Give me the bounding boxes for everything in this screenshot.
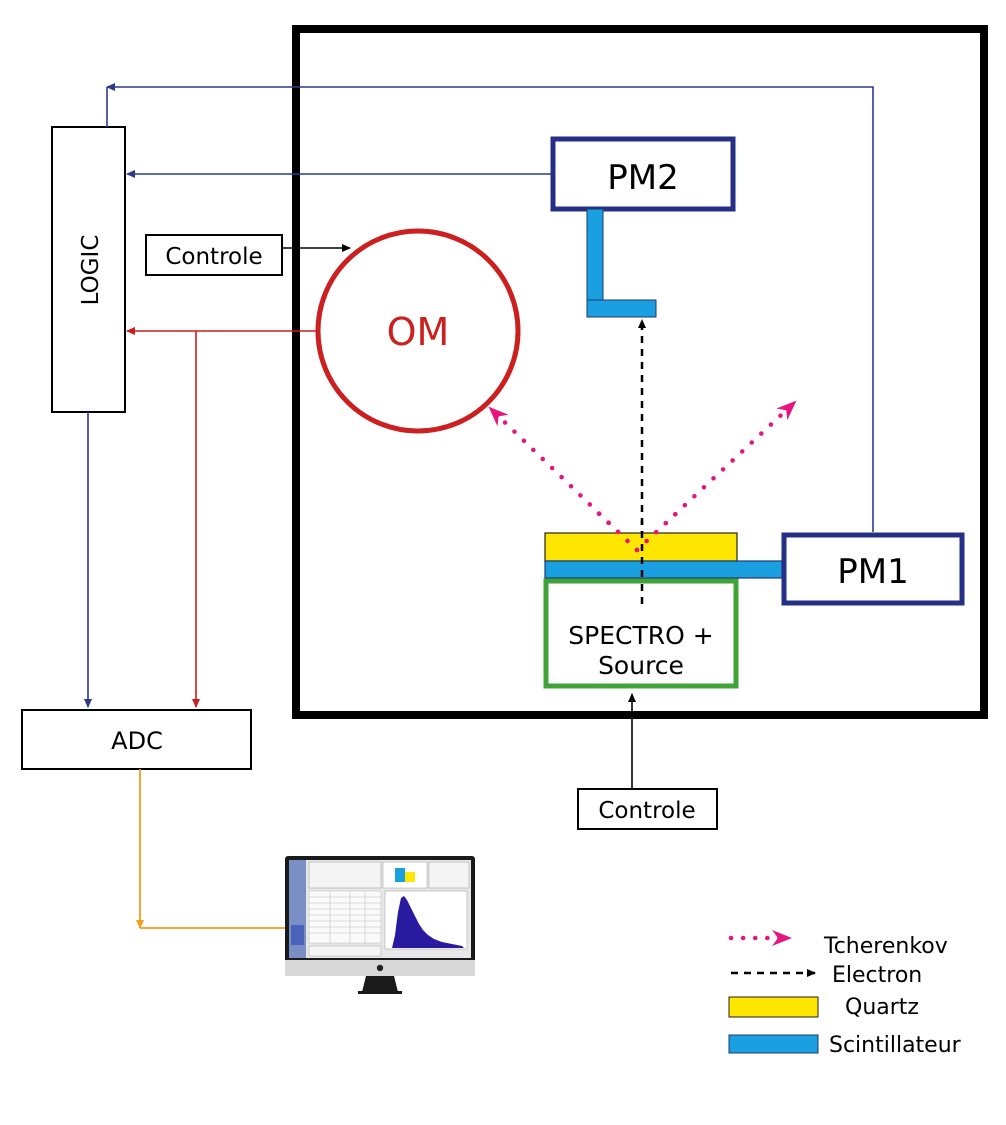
pm2-box [550,136,736,212]
pm2-light-guide-horizontal [586,299,657,318]
controle-bottom-label: Controle [598,798,695,824]
tcherenkov-ray-left [487,405,640,553]
controle-bottom-box [577,788,718,830]
legend-tcherenkov-label: Tcherenkov [823,934,948,959]
pm1-label: PM1 [837,552,908,592]
imac-monitor-icon [285,856,475,994]
adc-label: ADC [111,727,163,755]
logic-label: LOGIC [78,235,104,306]
legend-scintillateur-label: Scintillateur [829,1033,962,1058]
legend-quartz-label: Quartz [845,995,919,1020]
adc-box [21,709,252,770]
apple-logo-icon [376,964,384,972]
om-label: OM [387,310,450,354]
spectro-label-line1: SPECTRO + [568,621,713,650]
legend-electron-label: Electron [832,963,922,988]
pm1-to-logic-wire [106,83,874,532]
controle-top-box [145,234,283,276]
legend-quartz-swatch [728,996,819,1018]
scintillator-slab [544,560,783,579]
dark-enclosure [292,25,988,719]
pm1-box [781,532,965,606]
pm2-label: PM2 [607,158,678,198]
spectro-label-line2: Source [598,651,684,680]
legend-scintillateur-swatch [728,1034,819,1054]
legend: Tcherenkov Electron Quartz Scintillateur [728,930,962,1058]
controle-top-label: Controle [165,244,262,270]
tcherenkov-ray-right [634,399,798,553]
